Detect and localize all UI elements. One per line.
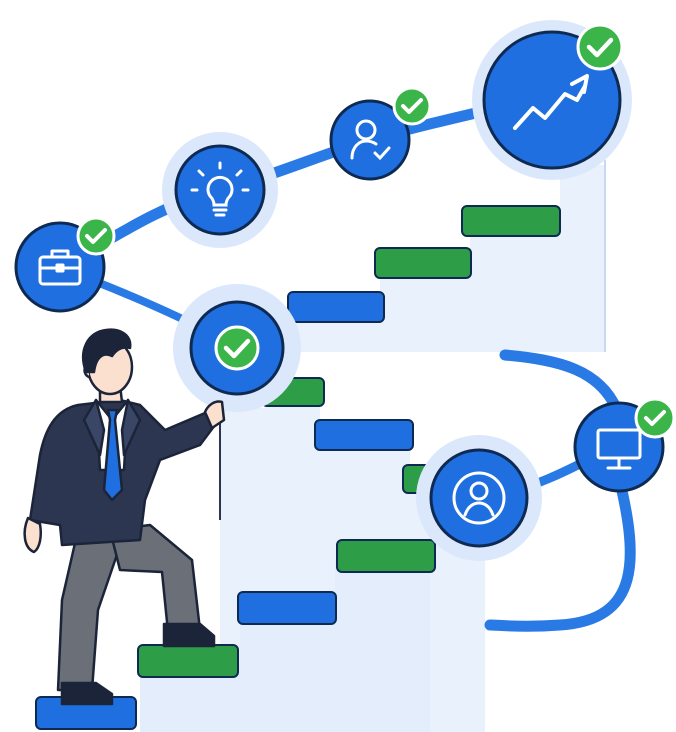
milestone-user-profile [416, 435, 542, 561]
businessman-figure [23, 328, 226, 706]
user-profile-icon [452, 471, 506, 525]
checkmark-icon [223, 338, 251, 359]
step-green [374, 247, 472, 279]
checkmark-badge [634, 397, 676, 439]
front-shoe [162, 622, 216, 648]
upper-staircase-panel [290, 165, 605, 352]
briefcase-icon [38, 249, 82, 286]
monitor-icon [596, 428, 642, 470]
milestone-nodes [14, 20, 676, 561]
step-blue [314, 419, 414, 451]
milestone-checkmark [173, 284, 301, 412]
path-segment-right [499, 349, 623, 416]
checkmark-badge [392, 86, 432, 126]
step-green [137, 644, 239, 678]
bottom-staircase-panel [140, 560, 430, 732]
milestone-lightbulb [162, 132, 278, 248]
trend-up-icon [513, 74, 589, 130]
back-shoe [60, 681, 114, 706]
milestone-briefcase [14, 216, 116, 313]
milestone-trend-up [472, 20, 632, 180]
right-lapel [120, 398, 142, 457]
milestone-user-check [329, 86, 432, 181]
lightbulb-icon [190, 161, 250, 217]
step-green [336, 539, 436, 573]
upper-steps [287, 205, 561, 323]
step-blue [287, 291, 385, 323]
path-segment-upper [54, 89, 556, 274]
necktie [102, 408, 124, 502]
step-green [461, 205, 561, 237]
step-blue [237, 591, 337, 625]
path-segment-loop [484, 464, 636, 632]
checkmark-badge [76, 216, 116, 256]
reaching-hand [203, 400, 226, 430]
checkmark-badge [576, 23, 624, 71]
back-leg [56, 528, 124, 692]
lower-hand [23, 516, 42, 554]
left-lapel [82, 398, 106, 457]
milestone-monitor [573, 397, 676, 493]
hair [81, 328, 132, 374]
user-check-icon [350, 119, 391, 161]
